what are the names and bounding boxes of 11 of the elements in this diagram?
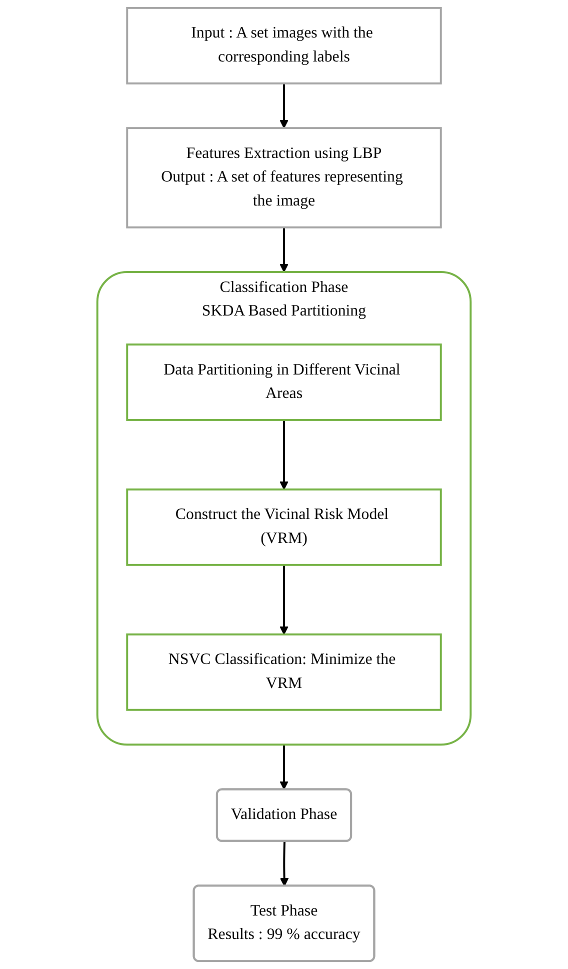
node-box: Features Extraction using LBP Output : A set of features representing the image: [126, 127, 442, 228]
arrow: [280, 744, 288, 790]
node-box: Data Partitioning in Different Vicinal Areas: [126, 344, 442, 421]
arrow: [280, 227, 288, 272]
arrow: [280, 83, 288, 128]
node-box: NSVC Classification: Minimize the VRM: [126, 633, 442, 711]
node-box: Construct the Vicinal Risk Model (VRM): [126, 488, 442, 566]
node-box: Input : A set images with the corresponding labels: [126, 6, 442, 84]
arrow: [280, 420, 288, 490]
arrow: [280, 564, 288, 635]
arrow: [280, 841, 289, 886]
